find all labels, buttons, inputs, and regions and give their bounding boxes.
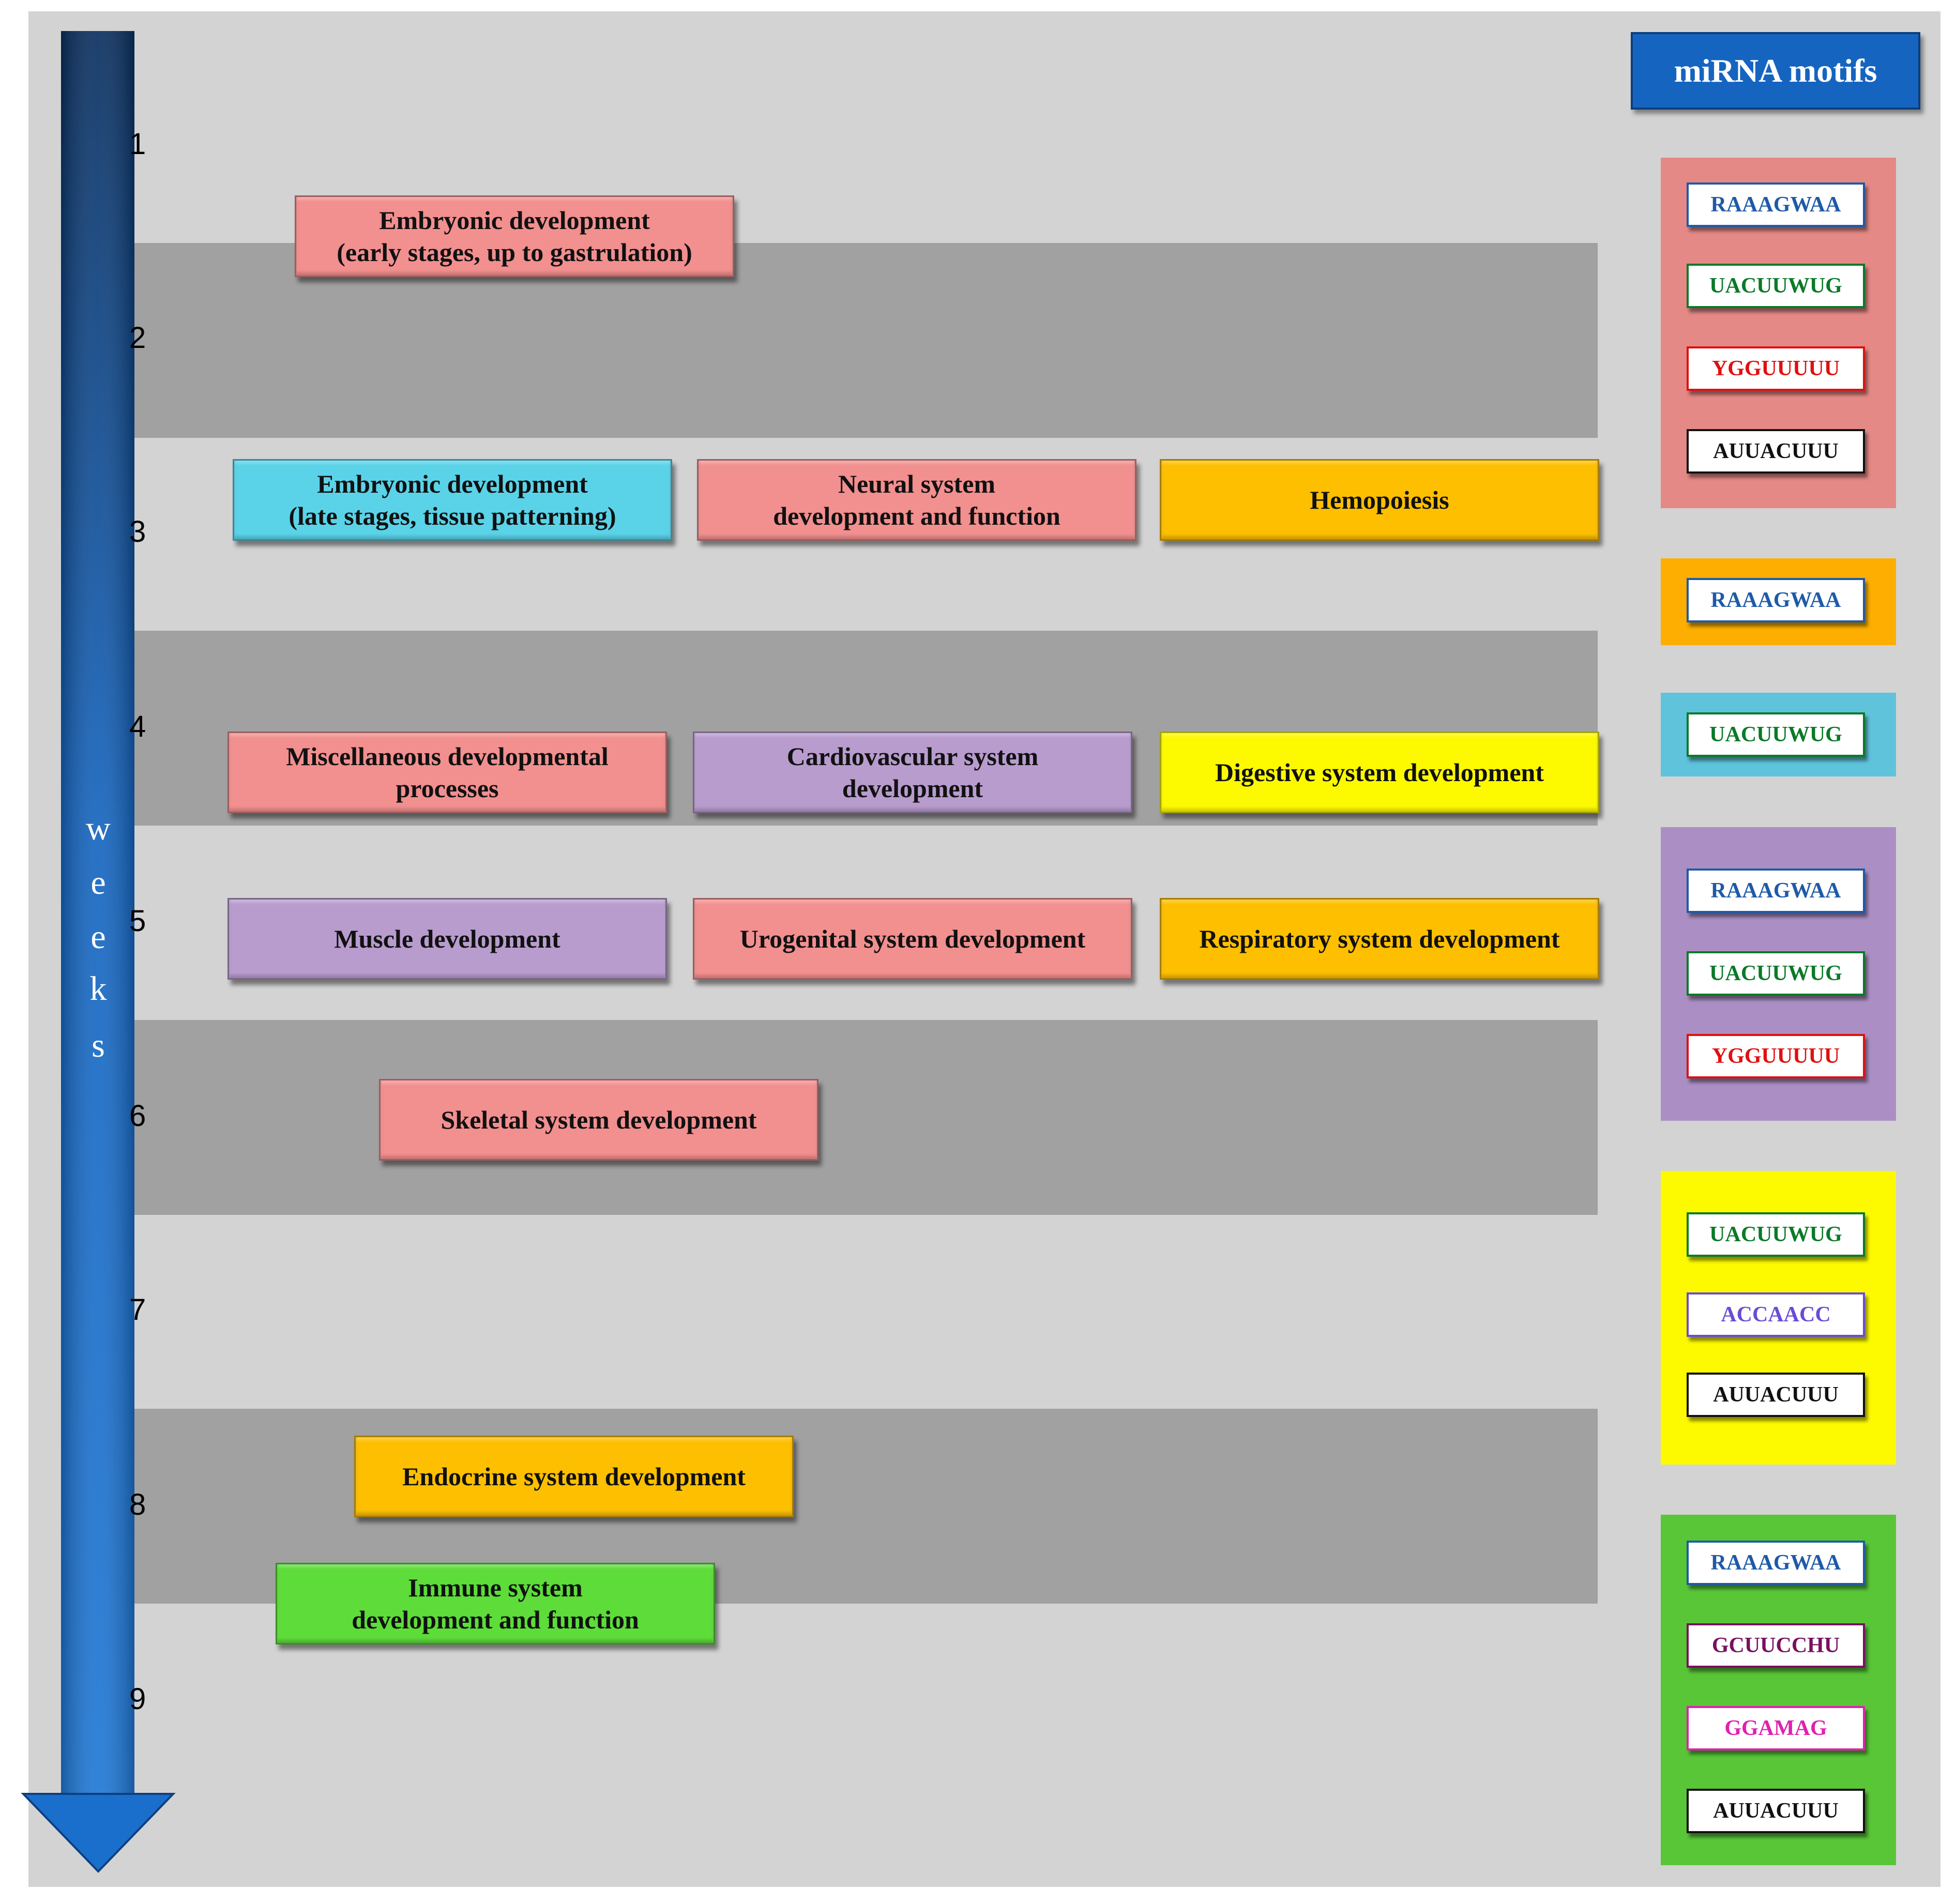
process-box: Endocrine system development [354,1436,794,1517]
week-band-6 [114,1020,1598,1215]
process-box: Cardiovascular system development [693,732,1132,813]
motif-label: GCUUCCHU [1687,1623,1865,1668]
motif-label: ACCAACC [1687,1292,1865,1337]
process-box: Embryonic development (late stages, tiss… [233,459,672,541]
motif-label: RAAAGWAA [1687,869,1865,913]
process-box: Immune system development and function [276,1563,715,1644]
weeks-label-letter: k [89,970,107,1008]
weeks-label-letter: e [90,864,106,902]
process-box: Muscle development [228,898,667,980]
motif-label: UACUUWUG [1687,712,1865,757]
motif-panel: UACUUWUG ACCAACC AUUACUUU [1661,1171,1896,1465]
week-number: 7 [129,1293,146,1327]
week-number: 1 [129,127,146,161]
weeks-label-letter: w [86,810,111,847]
motif-label: RAAAGWAA [1687,1541,1865,1585]
week-number: 3 [129,515,146,549]
week-number: 4 [129,710,146,743]
motifs-header: miRNA motifs [1631,32,1920,110]
motif-label: UACUUWUG [1687,1212,1865,1257]
motif-label: AUUACUUU [1687,429,1865,474]
motif-panel: RAAAGWAA UACUUWUG YGGUUUUU [1661,827,1896,1121]
motif-label: UACUUWUG [1687,264,1865,308]
week-number: 9 [129,1682,146,1716]
week-number: 2 [129,321,146,355]
process-box: Respiratory system development [1160,898,1599,980]
week-number: 8 [129,1488,146,1521]
motif-label: UACUUWUG [1687,951,1865,996]
motif-panel: UACUUWUG [1661,693,1896,776]
weeks-arrow [21,31,176,1873]
week-number: 6 [129,1099,146,1133]
process-box: Miscellaneous developmental processes [228,732,667,813]
motif-label: AUUACUUU [1687,1373,1865,1417]
week-number: 5 [129,904,146,938]
motif-label: RAAAGWAA [1687,578,1865,622]
motif-panel: RAAAGWAA GCUUCCHU GGAMAG AUUACUUU [1661,1515,1896,1865]
weeks-label-letter: e [90,918,106,956]
process-box: Embryonic development (early stages, up … [295,195,734,277]
motif-label: YGGUUUUU [1687,346,1865,391]
weeks-label-letter: s [92,1027,105,1064]
motif-label: YGGUUUUU [1687,1034,1865,1078]
motif-panel: RAAAGWAA UACUUWUG YGGUUUUU AUUACUUU [1661,158,1896,508]
process-box: Hemopoiesis [1160,459,1599,541]
motif-panel: RAAAGWAA [1661,558,1896,645]
motif-label: RAAAGWAA [1687,182,1865,227]
motif-label: GGAMAG [1687,1706,1865,1750]
process-box: Neural system development and function [697,459,1136,541]
process-box: Digestive system development [1160,732,1599,813]
process-box: Skeletal system development [379,1079,818,1161]
process-box: Urogenital system development [693,898,1132,980]
motif-label: AUUACUUU [1687,1789,1865,1833]
